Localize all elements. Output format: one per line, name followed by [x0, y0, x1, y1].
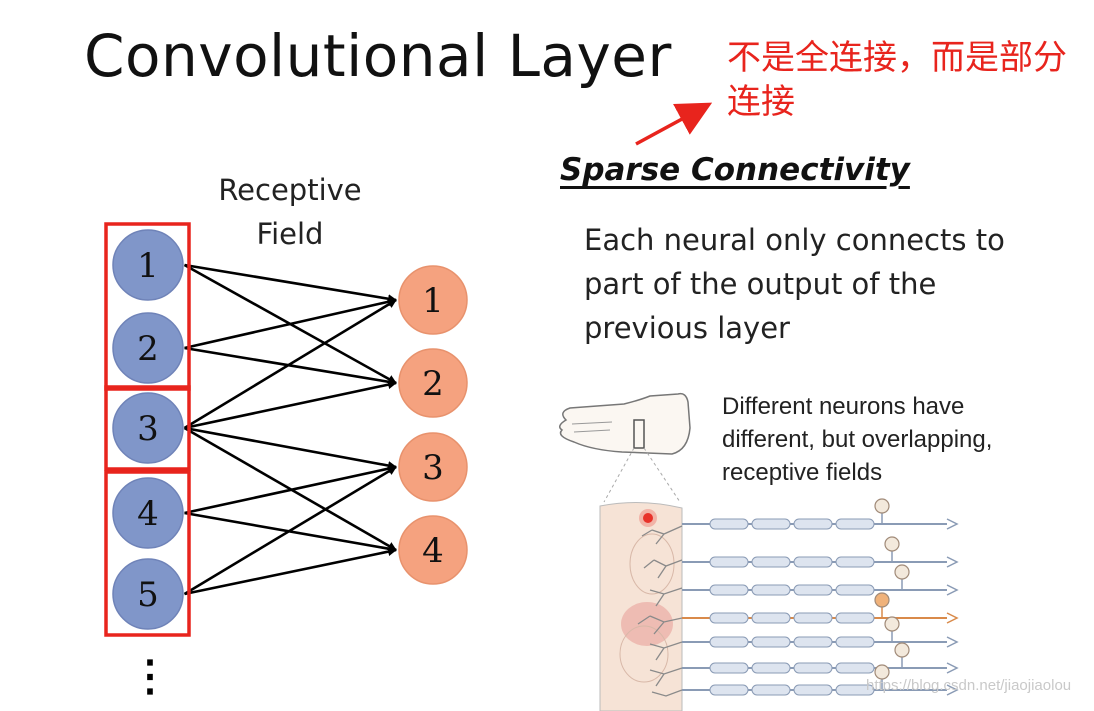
- axon-5: [682, 616, 959, 648]
- input-node-label-3: 3: [137, 409, 159, 449]
- input-node-label-1: 1: [137, 246, 159, 286]
- axon-3: [682, 564, 959, 596]
- input-node-2: [112, 312, 184, 384]
- chinese-annotation: 不是全连接，而是部分连接: [727, 38, 1067, 122]
- description-text: Each neural only connects to part of the…: [584, 223, 1005, 345]
- neuron-illustration: [559, 392, 959, 711]
- connection-edges: [183, 263, 397, 596]
- output-nodes: 1 2 3 4: [398, 265, 468, 585]
- axon-6: [682, 642, 959, 674]
- input-node-4: [112, 477, 184, 549]
- output-node-4: [398, 515, 468, 585]
- receptive-field-boxes: [104, 222, 191, 637]
- axon-7: [682, 664, 959, 696]
- input-nodes: 1 2 3 4 5: [112, 229, 184, 630]
- output-node-label-2: 2: [422, 364, 444, 404]
- hand-icon: [559, 392, 691, 455]
- receptive-field-box-3: [104, 470, 191, 637]
- output-node-label-3: 3: [422, 448, 444, 488]
- axon-4: [682, 592, 959, 624]
- output-node-label-1: 1: [422, 281, 444, 321]
- receptive-field-box-1: [104, 222, 191, 391]
- continuation-dots: ⋮: [129, 651, 171, 700]
- section-heading: Sparse Connectivity: [560, 152, 910, 188]
- page-title: Convolutional Layer: [84, 22, 672, 90]
- connection-edge-5-3: [183, 465, 397, 596]
- axon-1: [682, 498, 959, 530]
- connection-edge-1-1: [184, 263, 397, 304]
- output-node-1: [398, 265, 468, 335]
- connection-edge-5-4: [184, 547, 397, 596]
- connection-edge-3-1: [183, 298, 397, 430]
- input-node-1: [112, 229, 184, 301]
- output-node-3: [398, 432, 468, 502]
- output-node-2: [398, 348, 468, 418]
- input-node-3: [112, 392, 184, 464]
- axon-2: [682, 536, 959, 568]
- input-node-5: [112, 558, 184, 630]
- connection-edge-4-3: [184, 464, 397, 515]
- figure-caption: Different neurons have different, but ov…: [722, 393, 993, 486]
- connection-edge-3-3: [184, 426, 397, 470]
- output-node-label-4: 4: [422, 531, 444, 571]
- receptive-field-label: Receptive Field: [218, 173, 362, 251]
- receptive-field-box-2: [104, 385, 191, 471]
- connection-edge-2-1: [184, 297, 397, 350]
- input-node-label-4: 4: [137, 494, 159, 534]
- watermark: https://blog.csdn.net/jiaojiaolou: [866, 677, 1072, 694]
- input-node-label-5: 5: [137, 575, 159, 615]
- input-node-label-2: 2: [137, 329, 159, 369]
- connection-edge-3-2: [184, 380, 397, 430]
